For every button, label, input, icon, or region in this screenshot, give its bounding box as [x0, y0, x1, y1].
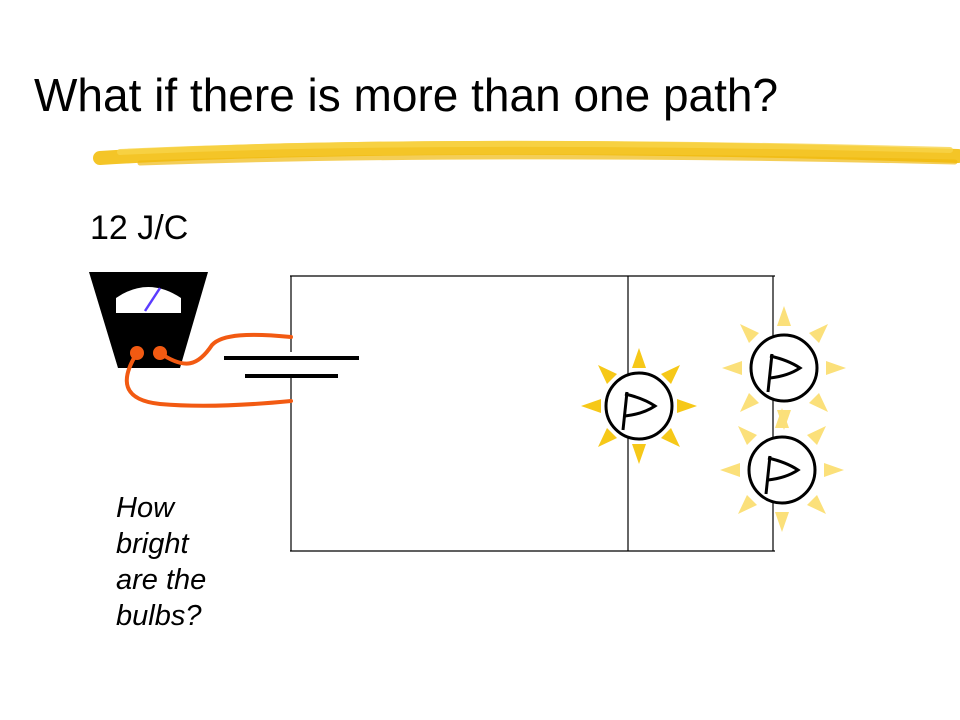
bulb-icon: [720, 408, 844, 532]
voltmeter-icon: [89, 272, 208, 368]
bulb-icon: [581, 348, 697, 464]
battery-icon: [224, 356, 359, 378]
question-line: How: [116, 492, 175, 524]
question-line: bright: [116, 528, 189, 560]
voltage-label: 12 J/C: [90, 209, 189, 247]
slide-title: What if there is more than one path?: [34, 69, 779, 121]
lead-wire-top: [158, 332, 293, 366]
lead-wire-bottom: [124, 351, 293, 408]
question-line: are the: [116, 564, 207, 596]
circuit-wires: [290, 275, 775, 552]
question-line: bulbs?: [116, 600, 202, 632]
voltmeter-leads: [124, 332, 293, 408]
bulb-icon: [722, 306, 846, 430]
question-text: How bright are the bulbs?: [116, 490, 256, 634]
